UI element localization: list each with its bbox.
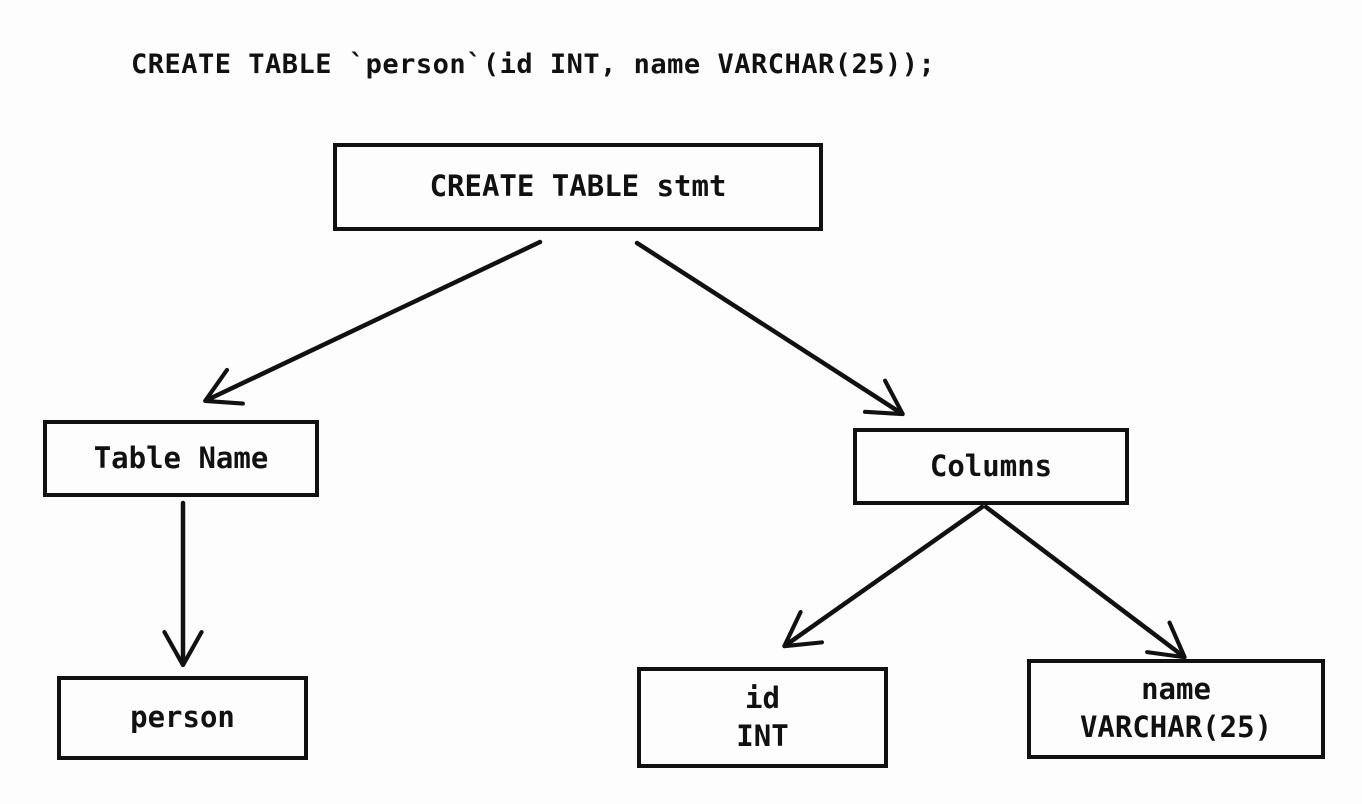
node-create-table-stmt-label: CREATE TABLE stmt — [429, 169, 727, 204]
edge-columns-to-name — [983, 504, 1187, 660]
node-column-id-type: INT — [736, 718, 789, 753]
node-columns-label: Columns — [929, 448, 1053, 483]
node-person: person — [57, 676, 308, 760]
node-table-name-label: Table Name — [93, 440, 269, 475]
sql-statement-text: CREATE TABLE `person`(id INT, name VARCH… — [131, 49, 936, 80]
node-table-name: Table Name — [43, 420, 319, 497]
node-columns: Columns — [853, 428, 1129, 505]
node-column-name: name VARCHAR(25) — [1027, 659, 1325, 759]
edge-columns-to-id — [782, 504, 985, 649]
node-person-label: person — [130, 700, 235, 735]
node-create-table-stmt: CREATE TABLE stmt — [333, 143, 823, 231]
node-column-name-type: VARCHAR(25) — [1079, 710, 1273, 744]
node-column-name-name: name — [1141, 672, 1211, 707]
node-column-id-name: id — [745, 680, 780, 715]
node-column-id: id INT — [637, 667, 888, 768]
edge-root-to-table-name — [203, 239, 543, 406]
edge-root-to-columns — [634, 240, 905, 417]
